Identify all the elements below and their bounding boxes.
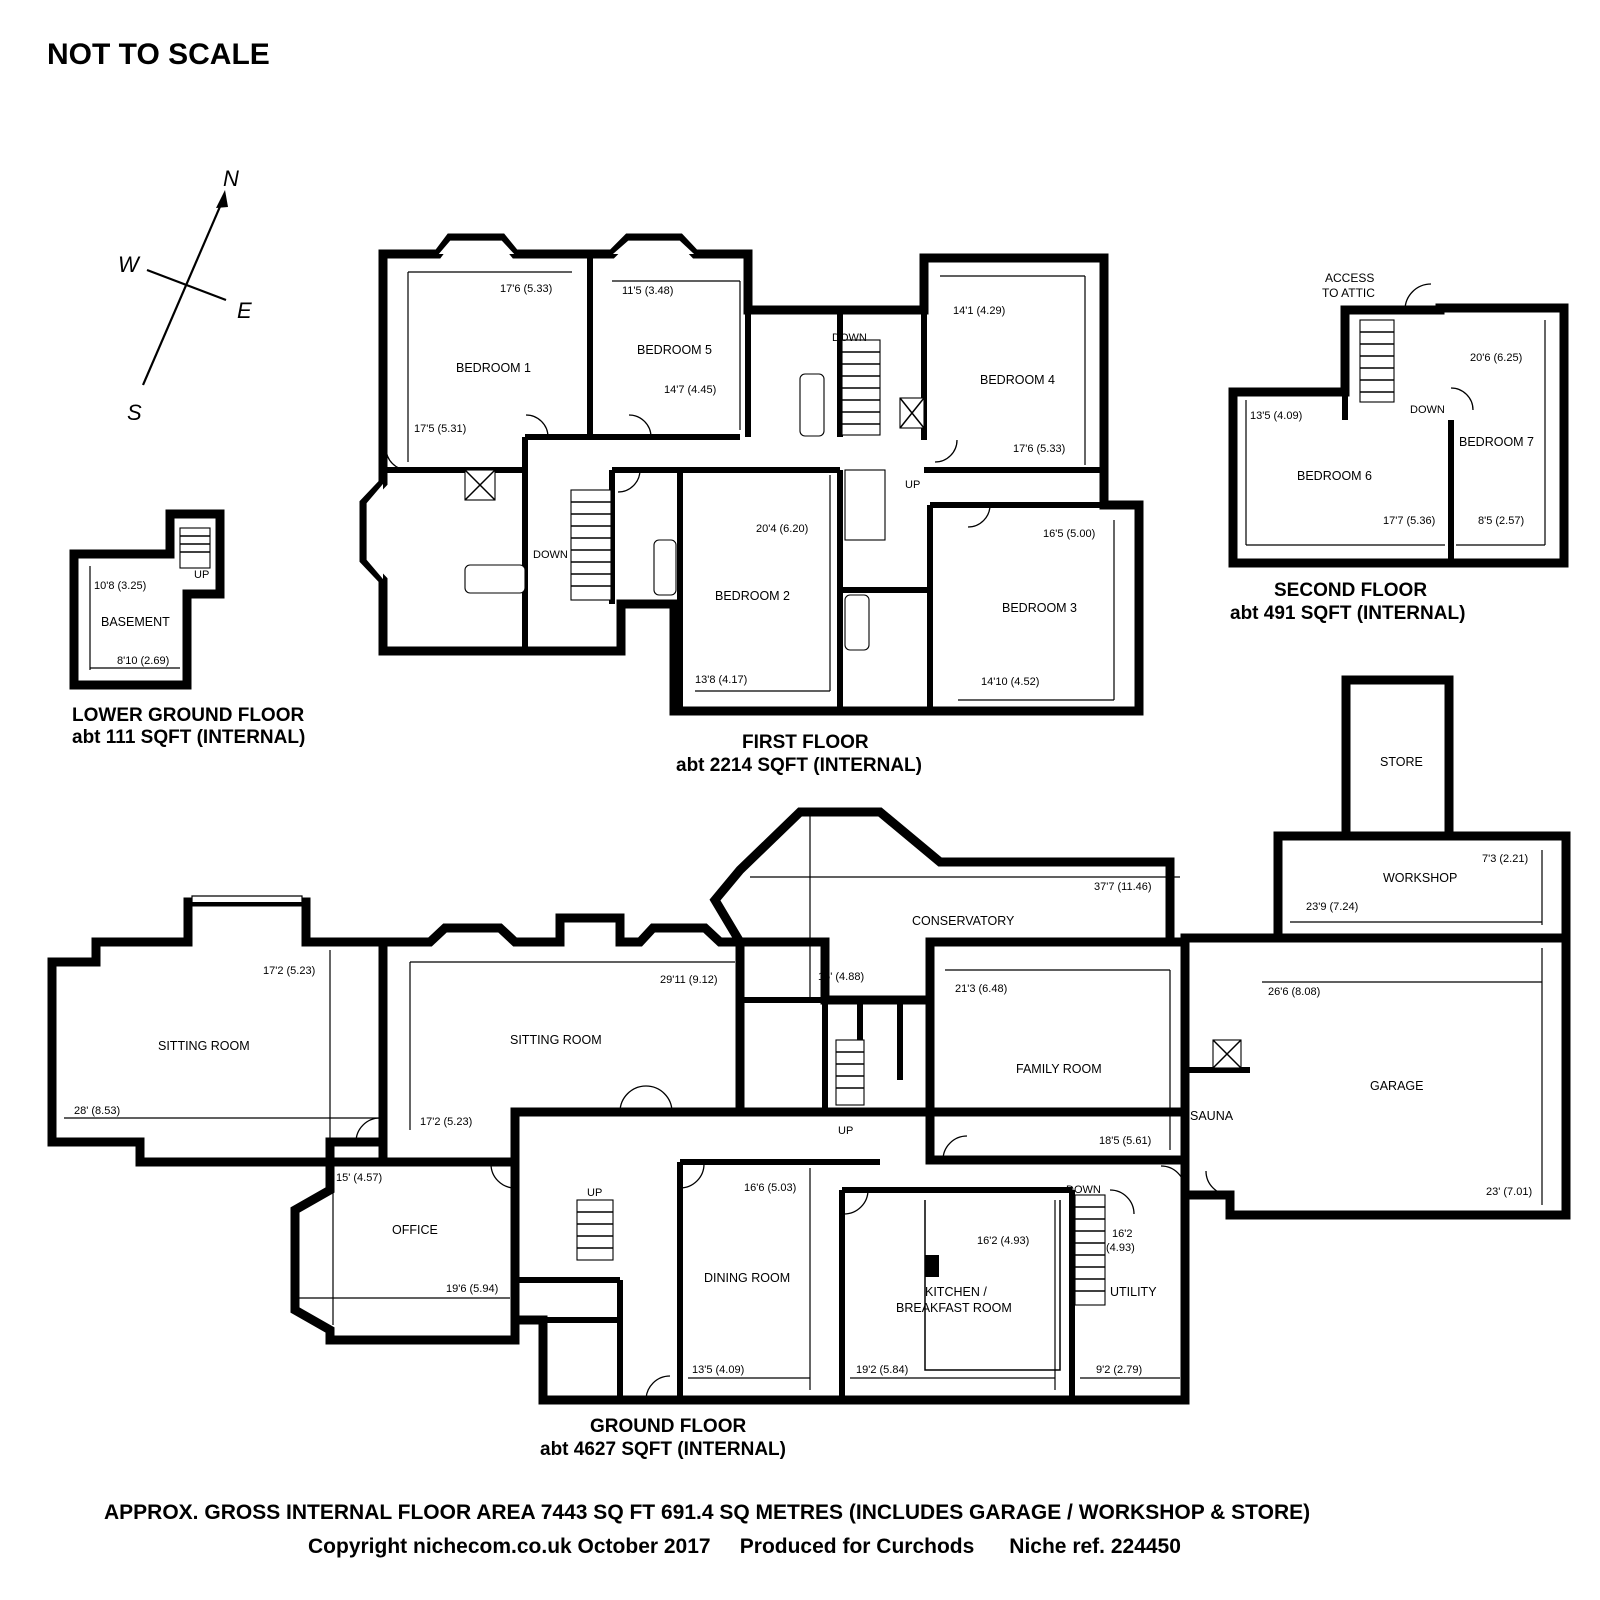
second-down-label: DOWN <box>1410 404 1445 416</box>
sitting-1-dim-a: 17'2 (5.23) <box>263 965 315 977</box>
sitting-room-2-label: SITTING ROOM <box>510 1033 602 1047</box>
first-floor-name: FIRST FLOOR <box>742 732 869 753</box>
sitting-2-dim-a: 29'11 (9.12) <box>660 974 718 986</box>
bedroom-7-dim-b: 8'5 (2.57) <box>1478 515 1524 527</box>
compass-n: N <box>223 166 239 191</box>
utility-dim-b: 9'2 (2.79) <box>1096 1364 1142 1376</box>
bedroom-4-dim-a: 14'1 (4.29) <box>953 305 1005 317</box>
ground-floor-plan: SITTING ROOM SITTING ROOM CONSERVATORY O… <box>47 675 1571 1460</box>
kitchen-dim-b: 19'2 (5.84) <box>856 1364 908 1376</box>
ground-floor-area: abt 4627 SQFT (INTERNAL) <box>540 1439 786 1460</box>
office-dim-a: 15' (4.57) <box>336 1172 382 1184</box>
kitchen-dim-a: 16'2 (4.93) <box>977 1235 1029 1247</box>
lower-ground-floor-area: abt 111 SQFT (INTERNAL) <box>72 727 305 748</box>
bedroom-2-dim-a: 20'4 (6.20) <box>756 523 808 535</box>
bedroom-5-dim-a: 11'5 (3.48) <box>622 285 673 297</box>
utility-label: UTILITY <box>1110 1285 1157 1299</box>
family-room-label: FAMILY ROOM <box>1016 1062 1102 1076</box>
workshop-dim-b: 23'9 (7.24) <box>1306 901 1358 913</box>
garage-dim-a: 26'6 (8.08) <box>1268 986 1320 998</box>
ground-floor-name: GROUND FLOOR <box>590 1416 746 1437</box>
garage-dim-b: 23' (7.01) <box>1486 1186 1532 1198</box>
bedroom-1-dim-b: 17'5 (5.31) <box>414 423 466 435</box>
not-to-scale-label: NOT TO SCALE <box>47 38 270 71</box>
compass-e: E <box>237 298 252 323</box>
family-dim-a: 21'3 (6.48) <box>955 983 1007 995</box>
second-floor-name: SECOND FLOOR <box>1274 580 1427 601</box>
compass-rose: N S E W <box>118 166 252 425</box>
office-label: OFFICE <box>392 1223 438 1237</box>
compass-s: S <box>127 400 142 425</box>
bedroom-2-label: BEDROOM 2 <box>715 589 790 603</box>
first-stairs-down-right <box>842 351 880 425</box>
bedroom-2-dim-b: 13'8 (4.17) <box>695 674 747 686</box>
north-arrow-icon <box>216 190 228 208</box>
second-floor-plan: ACCESS TO ATTIC DOWN BEDROOM 6 BEDROOM 7… <box>1228 271 1569 624</box>
basement-dim-2: 8'10 (2.69) <box>117 655 169 667</box>
first-floor-plan: BEDROOM 1 BEDROOM 5 BEDROOM 4 BEDROOM 2 … <box>359 233 1144 776</box>
sauna-label: SAUNA <box>1190 1109 1234 1123</box>
utility-dim-a2: (4.93) <box>1106 1242 1135 1254</box>
bedroom-1-label: BEDROOM 1 <box>456 361 531 375</box>
workshop-label: WORKSHOP <box>1383 871 1457 885</box>
bedroom-5-label: BEDROOM 5 <box>637 343 712 357</box>
bedroom-6-dim-a: 13'5 (4.09) <box>1250 410 1302 422</box>
first-floor-area: abt 2214 SQFT (INTERNAL) <box>676 755 922 776</box>
garage-label: GARAGE <box>1370 1079 1424 1093</box>
compass-w: W <box>118 252 141 277</box>
access-attic-label-2: TO ATTIC <box>1322 286 1375 300</box>
basement-dim-1: 10'8 (3.25) <box>94 580 146 592</box>
sitting-room-1-label: SITTING ROOM <box>158 1039 250 1053</box>
first-stairs-down-left <box>571 501 611 587</box>
basement-label: BASEMENT <box>101 615 170 629</box>
family-dim-b: 18'5 (5.61) <box>1099 1135 1151 1147</box>
bedroom-5-dim-b: 14'7 (4.45) <box>664 384 716 396</box>
access-attic-label-1: ACCESS <box>1325 271 1374 285</box>
bedroom-4-dim-b: 17'6 (5.33) <box>1013 443 1065 455</box>
first-down-label-1: DOWN <box>533 549 568 561</box>
bedroom-7-dim-a: 20'6 (6.25) <box>1470 352 1522 364</box>
dining-dim-b: 13'5 (4.09) <box>692 1364 744 1376</box>
bedroom-1-dim-a: 17'6 (5.33) <box>500 283 552 295</box>
bedroom-3-dim-b: 14'10 (4.52) <box>981 676 1039 688</box>
conservatory-dim-a: 37'7 (11.46) <box>1094 881 1152 893</box>
first-down-label-2: DOWN <box>832 332 867 344</box>
bedroom-3-dim-a: 16'5 (5.00) <box>1043 528 1095 540</box>
conservatory-dim-b: 16' (4.88) <box>818 971 864 983</box>
bedroom-6-dim-b: 17'7 (5.36) <box>1383 515 1435 527</box>
bedroom-3-label: BEDROOM 3 <box>1002 601 1077 615</box>
second-floor-area: abt 491 SQFT (INTERNAL) <box>1230 603 1465 624</box>
sitting-2-dim-b: 17'2 (5.23) <box>420 1116 472 1128</box>
lower-ground-floor-plan: 10'8 (3.25) BASEMENT 8'10 (2.69) UP LOWE… <box>69 509 305 748</box>
floor-area-summary: APPROX. GROSS INTERNAL FLOOR AREA 7443 S… <box>104 1501 1310 1524</box>
bedroom-4-label: BEDROOM 4 <box>980 373 1055 387</box>
dining-dim-a: 16'6 (5.03) <box>744 1182 796 1194</box>
copyright-line: Copyright nichecom.co.uk October 2017 Pr… <box>308 1535 1181 1558</box>
ground-up-label-1: UP <box>587 1187 602 1199</box>
workshop-dim-a: 7'3 (2.21) <box>1482 853 1528 865</box>
lower-ground-floor-name: LOWER GROUND FLOOR <box>72 705 304 726</box>
conservatory-label: CONSERVATORY <box>912 914 1015 928</box>
dining-room-label: DINING ROOM <box>704 1271 790 1285</box>
store-label: STORE <box>1380 755 1423 769</box>
office-dim-b: 19'6 (5.94) <box>446 1283 498 1295</box>
ground-down-label: DOWN <box>1066 1184 1101 1196</box>
first-up-label: UP <box>905 479 920 491</box>
sitting-1-dim-b: 28' (8.53) <box>74 1105 120 1117</box>
basement-up-label: UP <box>194 569 209 581</box>
kitchen-label-2: BREAKFAST ROOM <box>896 1301 1012 1315</box>
kitchen-label-1: KITCHEN / <box>925 1285 987 1299</box>
utility-dim-a1: 16'2 <box>1112 1228 1132 1240</box>
bedroom-7-label: BEDROOM 7 <box>1459 435 1534 449</box>
ground-up-label-2: UP <box>838 1125 853 1137</box>
bedroom-6-label: BEDROOM 6 <box>1297 469 1372 483</box>
